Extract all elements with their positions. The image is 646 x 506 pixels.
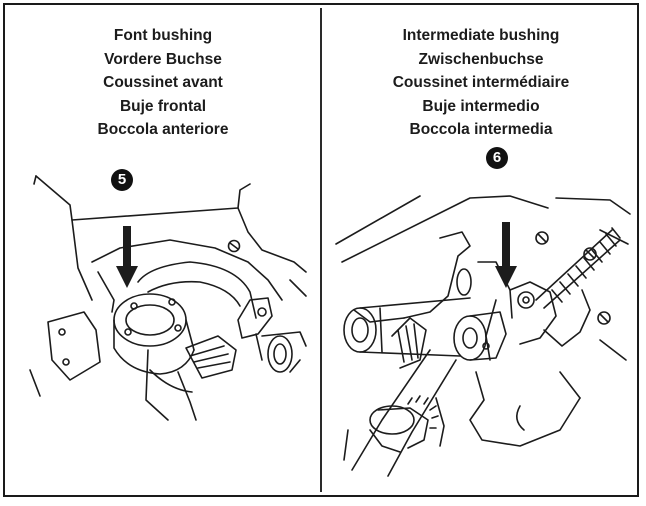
panel-divider [320, 8, 322, 492]
label-de: Zwischenbuchse [418, 50, 544, 68]
label-it: Boccola anteriore [97, 121, 229, 138]
label-it: Boccola intermedia [409, 121, 553, 138]
label-fr: Coussinet intermédiaire [392, 74, 570, 91]
label-de: Vordere Buchse [104, 50, 222, 68]
label-es: Buje frontal [119, 97, 207, 115]
label-fr: Coussinet avant [103, 74, 223, 91]
right-caption: Intermediate bushing Zwischenbuchse Cous… [336, 24, 626, 142]
step-number-badge: 6 [486, 147, 508, 169]
label-es: Buje intermedio [422, 97, 540, 115]
label-en: Intermediate bushing [402, 27, 560, 44]
label-en: Font bushing [113, 27, 213, 44]
step-number-badge: 5 [111, 169, 133, 191]
left-caption: Font bushing Vordere Buchse Coussinet av… [18, 24, 308, 142]
